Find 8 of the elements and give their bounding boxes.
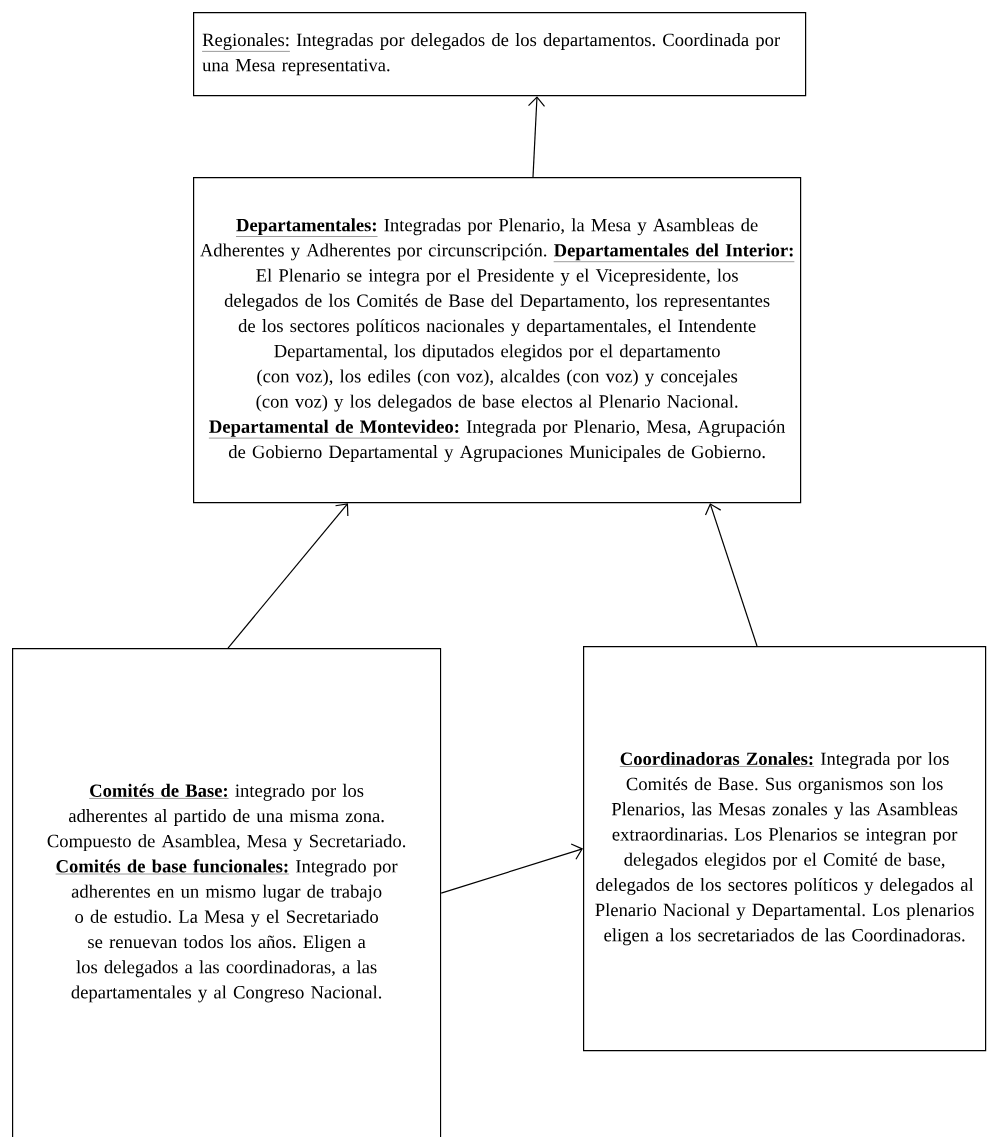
- arrow: [527, 96, 546, 178]
- text-box: Coordinadoras Zonales: Integrada por los Comités de Base. Sus organismos son los Plenarios, las Mesas zonales y las Asambleas extraordinarias. Los Plenarios se integran por delegados elegidos por el Comité de base, delegados de los sectores políticos y delegados al Plenario Nacional y Departamental. Los plenarios eligen a los secretariados de las Coordinadoras.: [583, 646, 987, 1052]
- arrow: [227, 503, 349, 649]
- arrow: [440, 843, 583, 894]
- text-box: Regionales: Integradas por delegados de los departamentos. Coordinada por una Mesa representativa.: [193, 12, 807, 97]
- arrow: [704, 503, 758, 647]
- text-box: Comités de Base: integrado por los adherentes al partido de una misma zona. Compuesto de Asamblea, Mesa y Secretariado. Comités de base funcionales: Integrado por adherentes en un mismo lugar de trabajo o de estudio. La Mesa y el Secretariado se renuevan todos los años. Eligen a los delegados a las coordinadoras, a las departamentales y al Congreso Nacional.: [12, 648, 442, 1137]
- text-box: Departamentales: Integradas por Plenario, la Mesa y Asambleas de Adherentes y Adherentes por circunscripción. Departamentales del Interior: El Plenario se integra por el Presidente y el Vicepresidente, los delegados de los Comités de Base del Departamento, los representantes de los sectores políticos nacionales y departamentales, el Intendente Departamental, los diputados elegidos por el departamento (con voz), los ediles (con voz), alcaldes (con voz) y concejales (con voz) y los delegados de base electos al Plenario Nacional. Departamental de Montevideo: Integrada por Plenario, Mesa, Agrupación de Gobierno Departamental y Agrupaciones Municipales de Gobierno.: [193, 177, 802, 504]
